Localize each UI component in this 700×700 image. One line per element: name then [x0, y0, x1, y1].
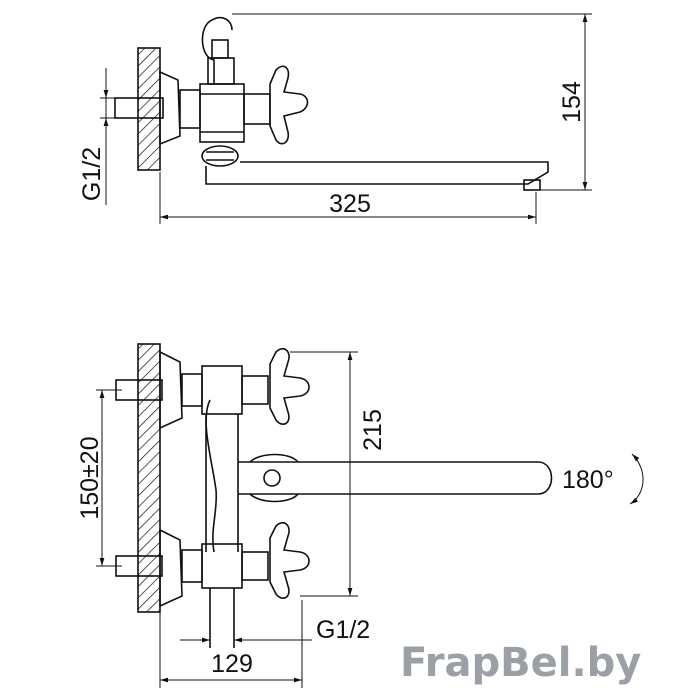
top-diverter	[201, 145, 239, 167]
bottom-dim-center: 150±20	[76, 436, 104, 519]
top-handle	[269, 65, 309, 145]
bottom-dimensions	[96, 351, 644, 688]
bottom-spout	[238, 461, 553, 495]
bottom-spout-nut	[263, 469, 281, 487]
bottom-connecting-pipe	[205, 414, 239, 552]
bottom-escutcheon-upper	[159, 350, 183, 430]
top-escutcheon	[159, 70, 181, 146]
top-spout	[205, 161, 549, 185]
bottom-dim-height: 215	[359, 409, 387, 451]
bottom-view	[115, 343, 553, 648]
top-dim-length: 325	[329, 190, 371, 218]
top-shower-hook	[201, 16, 233, 84]
bottom-wall	[137, 343, 161, 613]
watermark-text: FrapBel.by	[400, 640, 641, 686]
top-eccentric	[179, 89, 201, 129]
bottom-dim-depth: 129	[211, 650, 253, 678]
top-body	[199, 83, 245, 143]
bottom-escutcheon-lower	[159, 528, 183, 608]
top-view	[114, 16, 549, 191]
bottom-dim-thread: G1/2	[316, 616, 370, 644]
top-dim-thread: G1/2	[78, 147, 106, 201]
bottom-handle-upper	[269, 347, 310, 425]
top-valve	[243, 93, 271, 125]
bottom-body-lower	[201, 543, 243, 589]
top-aerator	[523, 179, 541, 191]
bottom-handle-lower	[269, 521, 310, 599]
top-wall	[137, 47, 161, 171]
top-dim-height: 154	[558, 81, 586, 123]
bottom-dim-rotation: 180°	[562, 466, 614, 494]
top-inlet-pipe	[114, 97, 164, 119]
top-dimensions	[100, 13, 592, 224]
